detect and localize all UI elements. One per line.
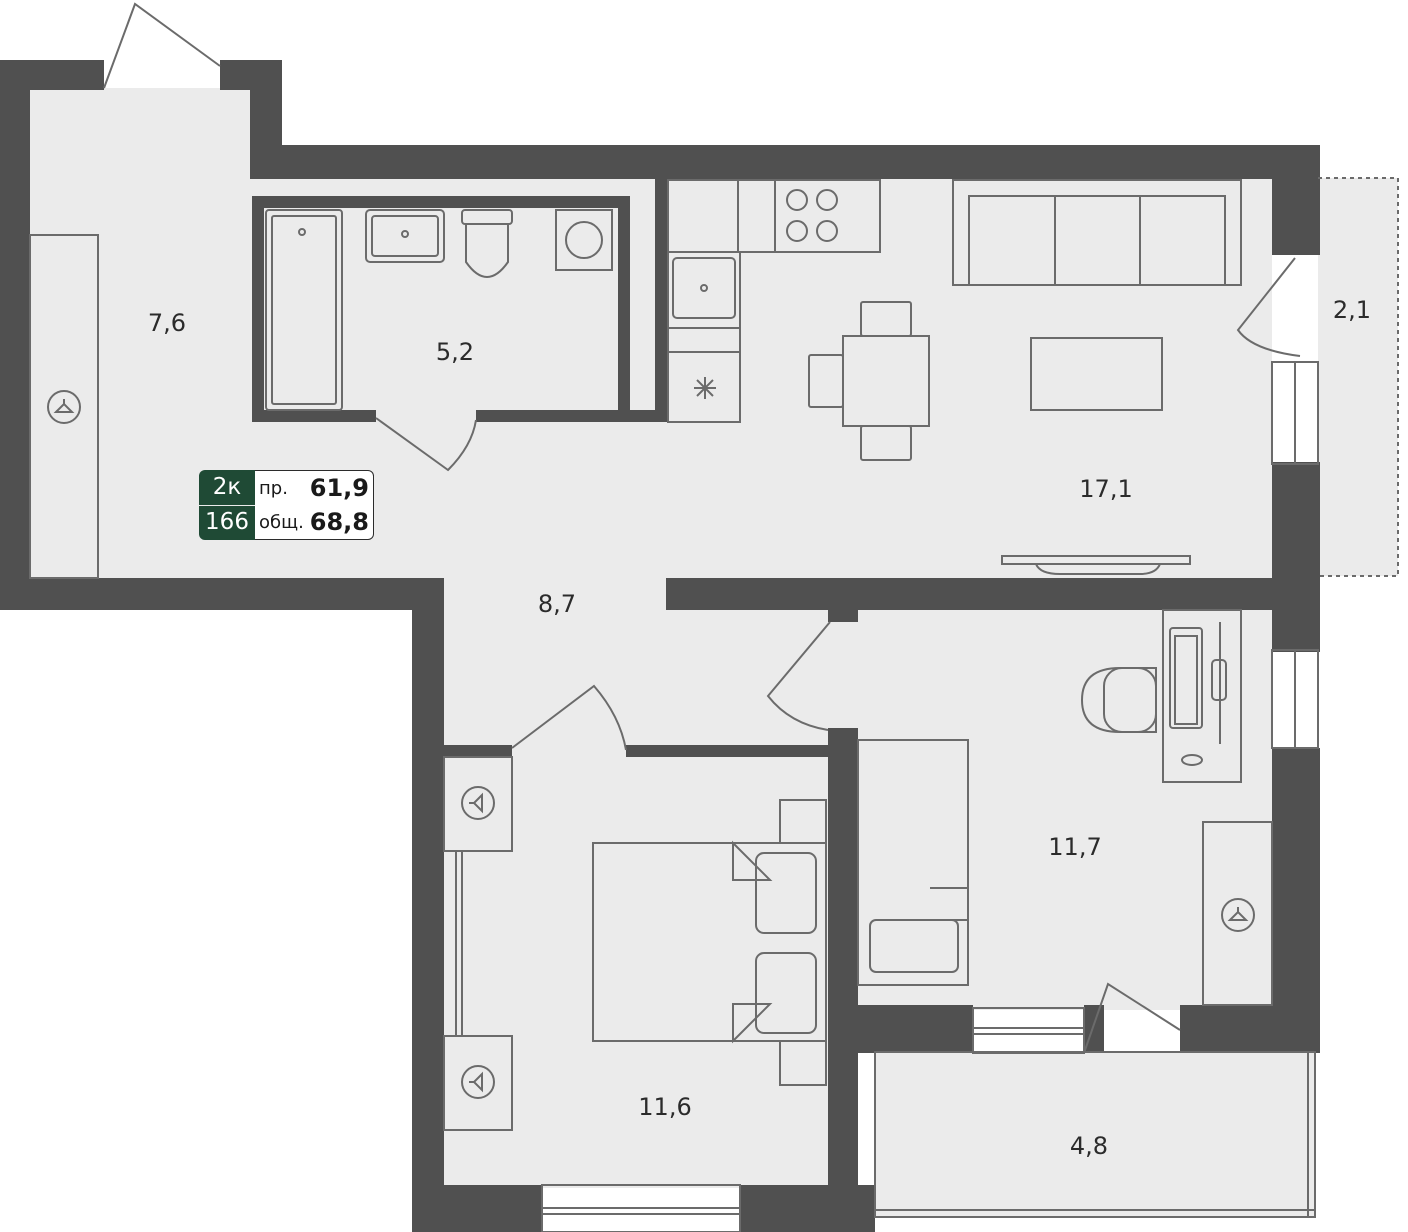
sofa-bed: [857, 739, 969, 986]
area-wardrobe-hall: 7,6: [148, 309, 186, 337]
living-area-row: пр. 61,9: [259, 471, 369, 505]
closet-bedroom-left-bottom: [443, 1035, 513, 1131]
bedroom-right-door-swing: [766, 621, 831, 731]
area-loggia-small: 2,1: [1333, 296, 1371, 324]
balcony-door-swing: [1083, 982, 1181, 1054]
living-area-label: пр.: [259, 477, 288, 499]
fridge-snowflake-icon: [694, 377, 716, 399]
room-labels: 7,6 5,2 17,1 2,1 8,7 11,7 11,6 4,8: [148, 296, 1371, 1160]
floor-areas: [30, 88, 1398, 1217]
fixtures: [29, 2, 1399, 1232]
living-area-value: 61,9: [309, 474, 369, 502]
room-count-badge: 2к: [199, 470, 255, 505]
total-area-row: общ. 68,8: [259, 505, 369, 539]
kitchen-sink: [672, 257, 736, 319]
toilet: [461, 209, 513, 225]
wardrobe-bedroom-right: [1202, 821, 1273, 1006]
bathroom-sink: [365, 209, 445, 263]
bedroom-left-door-swing: [511, 684, 627, 751]
area-bathroom: 5,2: [436, 338, 474, 366]
wardrobe-hall: [29, 234, 99, 579]
tv-stand: [1001, 555, 1191, 565]
walls: [0, 60, 1320, 1232]
area-summary: пр. 61,9 общ. 68,8: [255, 470, 374, 540]
hanger-icon: [47, 390, 81, 424]
loggia-door-swing: [1236, 257, 1301, 357]
coffee-table: [1030, 337, 1163, 411]
bathroom-door-swing: [375, 417, 477, 472]
total-area-label: общ.: [259, 511, 304, 533]
apartment-number-badge: 166: [199, 506, 255, 540]
kitchen-counter-side: [667, 251, 741, 423]
desk: [1162, 609, 1242, 783]
area-bedroom-right: 11,7: [1048, 833, 1101, 861]
area-bedroom-left: 11,6: [638, 1093, 691, 1121]
apartment-badge: 2к 166 пр. 61,9 общ. 68,8: [199, 470, 375, 540]
area-balcony: 4,8: [1070, 1132, 1108, 1160]
office-chair: [1080, 667, 1157, 733]
window-balcony: [972, 1007, 1085, 1054]
entrance-door-swing: [103, 2, 221, 89]
area-corridor: 8,7: [538, 590, 576, 618]
bathtub: [265, 209, 343, 411]
loggia-outline: [1318, 177, 1399, 577]
double-bed: [592, 842, 827, 1042]
hanger-glyph: [53, 399, 75, 413]
washing-machine: [555, 209, 613, 271]
balcony-outline: [874, 1051, 1316, 1218]
total-area-value: 68,8: [309, 508, 369, 536]
area-kitchen-living: 17,1: [1079, 475, 1132, 503]
closet-bedroom-left-top: [443, 756, 513, 852]
